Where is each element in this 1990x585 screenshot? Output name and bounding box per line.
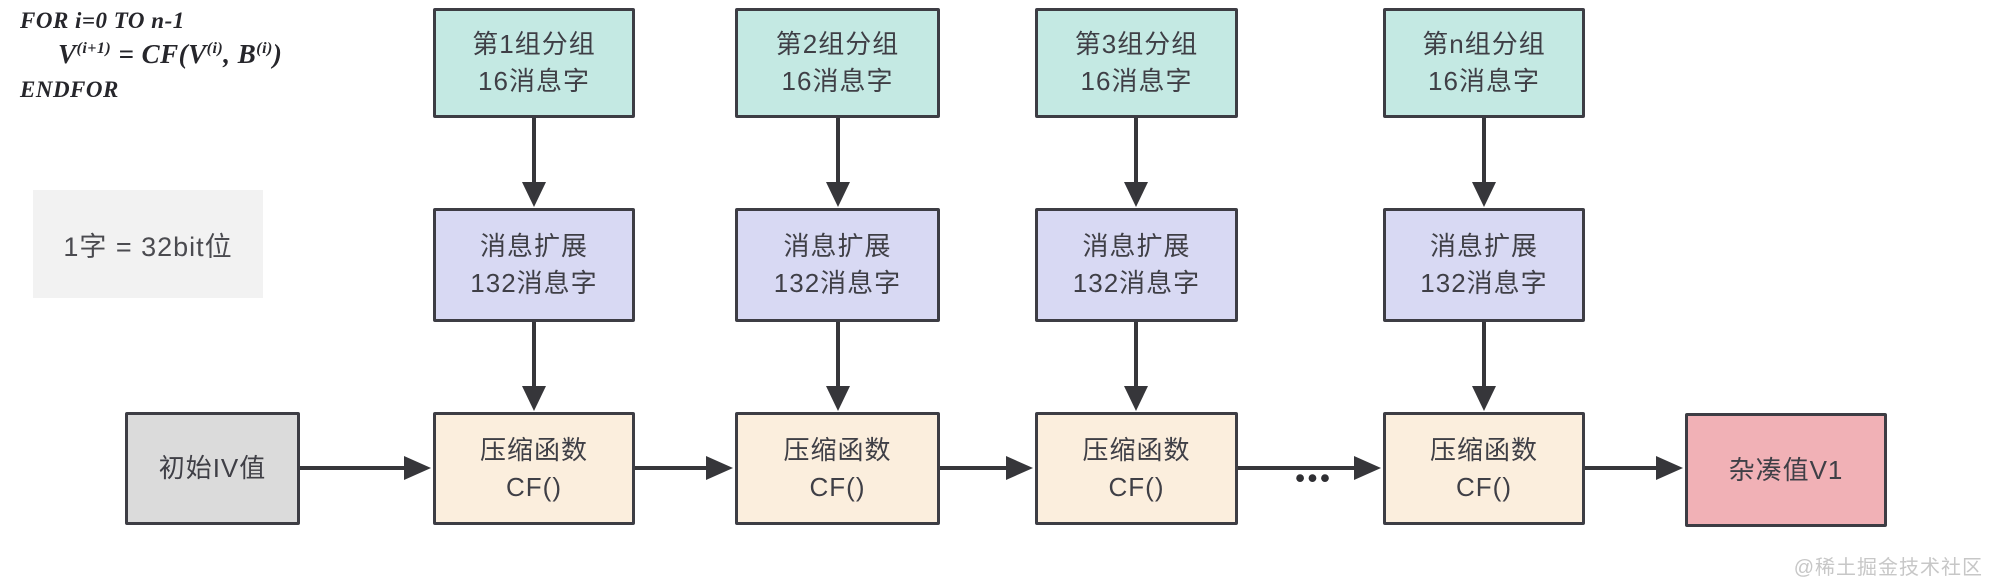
expand-box-1-line2: 132消息字 xyxy=(470,268,598,298)
cf-box-1-line1: 压缩函数 xyxy=(479,434,588,465)
cf-box-3-line1: 压缩函数 xyxy=(1082,434,1191,465)
pseudocode-assign-line: V(i+1) = CF(V(i), B(i)) xyxy=(58,39,283,69)
cf-box-1: 压缩函数 CF() xyxy=(433,412,635,525)
expand-box-3-line1: 消息扩展 xyxy=(1082,231,1191,261)
word-size-note: 1字 = 32bit位 xyxy=(33,190,263,298)
cf-box-1-line2: CF() xyxy=(506,471,562,502)
watermark-text: @稀土掘金技术社区 xyxy=(1793,557,1983,579)
hash-value-box: 杂凑值V1 xyxy=(1685,413,1887,527)
arrow-expand3-to-cf3 xyxy=(1124,322,1148,411)
cf-box-2-line2: CF() xyxy=(809,471,866,502)
hash-value-box-label: 杂凑值V1 xyxy=(1728,454,1844,485)
expand-box-2-line2: 132消息字 xyxy=(773,268,902,298)
expand-box-n-line1: 消息扩展 xyxy=(1429,231,1538,261)
arrow-cf4-to-hash xyxy=(1585,456,1683,480)
group-box-3-line2: 16消息字 xyxy=(1080,66,1193,96)
arrow-group3-to-expand3 xyxy=(1124,118,1148,207)
arrow-group1-to-expand1 xyxy=(522,118,546,207)
group-box-3-line1: 第3组分组 xyxy=(1074,29,1199,59)
arrow-cf3-to-cf4 xyxy=(1238,456,1381,480)
expand-box-2: 消息扩展 132消息字 xyxy=(735,208,940,322)
arrow-iv-to-cf1 xyxy=(300,456,431,480)
arrow-cf2-to-cf3 xyxy=(940,456,1033,480)
arrow-expand2-to-cf2 xyxy=(826,322,850,411)
cf-box-n-line1: 压缩函数 xyxy=(1429,434,1538,465)
cf-box-2: 压缩函数 CF() xyxy=(735,412,940,525)
pseudocode-for-line: FOR i=0 TO n-1 xyxy=(20,8,185,33)
arrow-expand4-to-cf4 xyxy=(1472,322,1496,411)
superscript-i-plus-1: (i+1) xyxy=(76,40,112,57)
pseudocode-endfor-line: ENDFOR xyxy=(20,77,119,102)
expand-box-3: 消息扩展 132消息字 xyxy=(1035,208,1238,322)
group-box-3: 第3组分组 16消息字 xyxy=(1035,8,1238,118)
expand-box-n: 消息扩展 132消息字 xyxy=(1383,208,1585,322)
iv-box: 初始IV值 xyxy=(125,412,300,525)
superscript-i-2: (i) xyxy=(256,40,273,57)
arrow-expand1-to-cf1 xyxy=(522,322,546,411)
group-box-n-line1: 第n组分组 xyxy=(1422,29,1546,59)
expand-box-1: 消息扩展 132消息字 xyxy=(433,208,635,322)
cf-box-2-line1: 压缩函数 xyxy=(783,434,892,465)
ellipsis-dots: ••• xyxy=(1295,463,1333,493)
group-box-n: 第n组分组 16消息字 xyxy=(1383,8,1585,118)
group-box-2-line1: 第2组分组 xyxy=(775,29,900,59)
group-box-1-line2: 16消息字 xyxy=(478,66,590,96)
arrow-group4-to-expand4 xyxy=(1472,118,1496,207)
group-box-1: 第1组分组 16消息字 xyxy=(433,8,635,118)
group-box-2: 第2组分组 16消息字 xyxy=(735,8,940,118)
pseudocode-block: FOR i=0 TO n-1 V(i+1) = CF(V(i), B(i)) E… xyxy=(20,8,350,103)
word-size-note-label: 1字 = 32bit位 xyxy=(63,231,233,262)
superscript-i-1: (i) xyxy=(206,40,224,57)
arrow-cf1-to-cf2 xyxy=(635,456,733,480)
cf-box-3-line2: CF() xyxy=(1108,471,1165,502)
group-box-1-line1: 第1组分组 xyxy=(472,29,596,59)
group-box-n-line2: 16消息字 xyxy=(1428,66,1540,96)
expand-box-3-line2: 132消息字 xyxy=(1072,268,1201,298)
group-box-2-line2: 16消息字 xyxy=(781,66,894,96)
expand-box-2-line1: 消息扩展 xyxy=(783,231,892,261)
cf-box-3: 压缩函数 CF() xyxy=(1035,412,1238,525)
cf-box-n-line2: CF() xyxy=(1456,471,1512,502)
iv-box-label: 初始IV值 xyxy=(158,453,267,483)
arrow-group2-to-expand2 xyxy=(826,118,850,207)
expand-box-1-line1: 消息扩展 xyxy=(479,231,588,261)
expand-box-n-line2: 132消息字 xyxy=(1420,268,1548,298)
cf-box-n: 压缩函数 CF() xyxy=(1383,412,1585,525)
